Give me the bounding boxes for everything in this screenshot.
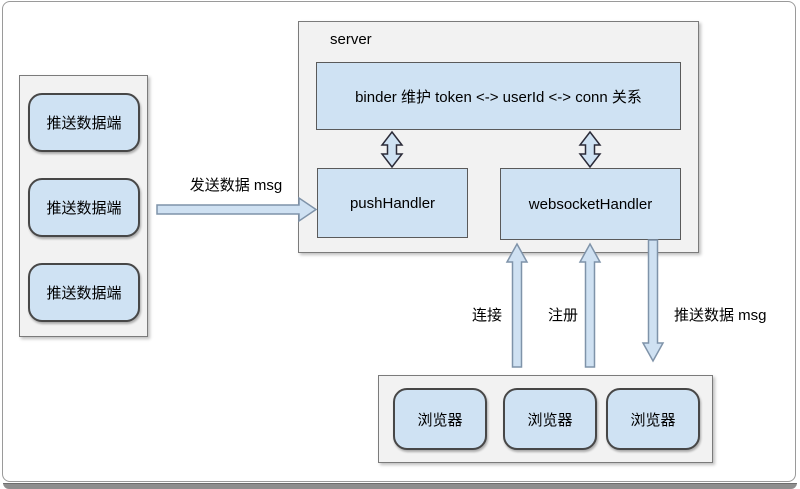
register-label: 注册 xyxy=(548,307,579,324)
send-data-label: 发送数据 msg xyxy=(189,177,283,194)
push-handler-label: pushHandler xyxy=(349,194,436,212)
push-source-label: 推送数据端 xyxy=(46,200,122,217)
browser-label: 浏览器 xyxy=(630,411,676,429)
websocket-handler-label: websocketHandler xyxy=(528,195,653,213)
window-bottom-shadow xyxy=(3,483,797,489)
websocket-handler-box: websocketHandler xyxy=(500,168,681,240)
push-source-box: 推送数据端 xyxy=(28,263,140,322)
push-data-label: 推送数据 msg xyxy=(674,307,767,324)
browser-label: 浏览器 xyxy=(527,411,573,429)
push-source-box: 推送数据端 xyxy=(28,93,140,152)
browser-box: 浏览器 xyxy=(503,388,597,450)
binder-box: binder 维护 token <-> userId <-> conn 关系 xyxy=(316,62,681,130)
browser-box: 浏览器 xyxy=(606,388,700,450)
connect-label: 连接 xyxy=(472,307,503,324)
server-label: server xyxy=(330,31,372,48)
push-source-label: 推送数据端 xyxy=(46,115,122,132)
browser-box: 浏览器 xyxy=(393,388,487,450)
binder-label: binder 维护 token <-> userId <-> conn 关系 xyxy=(355,88,642,106)
push-handler-box: pushHandler xyxy=(317,168,468,238)
browser-label: 浏览器 xyxy=(417,411,463,429)
push-source-label: 推送数据端 xyxy=(46,285,122,302)
push-source-box: 推送数据端 xyxy=(28,178,140,237)
